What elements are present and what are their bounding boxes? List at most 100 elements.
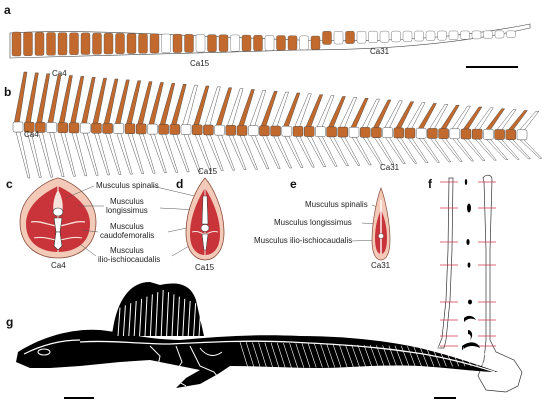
panel-a-vertebra xyxy=(230,34,240,52)
panel-a-vertebra xyxy=(402,30,413,42)
panel-a-vertebra xyxy=(161,33,171,54)
panel-b-centrum xyxy=(494,129,505,140)
panel-a-vertebra xyxy=(207,34,217,53)
panel-g-tail-stripe xyxy=(376,345,385,368)
panel-b-centrum xyxy=(12,121,24,133)
panel-g-tail-stripe xyxy=(394,345,404,367)
muscle-label-caudofemoralis-1: Musculus xyxy=(110,222,144,231)
panel-g-sail-spine xyxy=(187,300,191,337)
panel-a-vertebrae xyxy=(11,30,516,57)
panel-b-centrum xyxy=(438,128,449,139)
panel-a-vertebra xyxy=(494,30,505,39)
panel-a-vertebra xyxy=(345,31,355,44)
panel-a-vertebra xyxy=(149,33,160,54)
panel-a-vertebra xyxy=(172,33,183,53)
panel-g-sail-spine xyxy=(176,296,180,337)
panel-g-sail-spine xyxy=(117,307,121,337)
panel-b-centrum xyxy=(359,127,371,138)
panel-f-spine-left xyxy=(437,177,454,349)
panel-a-letter: a xyxy=(4,3,11,17)
panel-a-vertebra xyxy=(11,31,22,57)
panel-g-tail-stripe xyxy=(245,342,255,369)
panel-b-label-ca15: Ca15 xyxy=(198,167,218,176)
panel-a-vertebra xyxy=(184,34,194,53)
panel-d-letter: d xyxy=(176,177,183,191)
panel-a-vertebra xyxy=(241,34,252,52)
panel-g-sail-spine xyxy=(133,300,137,337)
panel-c-letter: c xyxy=(6,177,13,191)
panel-a-vertebra xyxy=(34,32,45,56)
panel-b-centrum xyxy=(427,128,438,139)
panel-b-centrum xyxy=(404,127,416,139)
panel-e-muscle-spinalis: Musculus spinalis xyxy=(305,200,368,209)
panel-b-centrum xyxy=(180,124,192,135)
panel-g-tail-stripe xyxy=(419,346,429,367)
panel-e-label-ca31: Ca31 xyxy=(371,261,391,270)
panel-e-muscle-longissimus: Musculus longissimus xyxy=(274,218,352,227)
panel-g-tail-stripe xyxy=(252,342,261,368)
panel-b-neural-spine xyxy=(36,73,51,125)
panel-g-tail-stripe xyxy=(326,344,336,368)
panel-b-chevron xyxy=(508,139,531,160)
panel-g-tail-stripe xyxy=(462,347,472,367)
panel-b-centrum xyxy=(259,125,270,137)
panel-g-tail-stripe xyxy=(400,345,410,367)
panel-g-tail-stripe xyxy=(264,342,274,368)
panel-e-letter: e xyxy=(290,177,297,191)
panel-b-centrum xyxy=(147,123,158,135)
panel-a-vertebra xyxy=(69,32,79,55)
panel-g-tail-stripe xyxy=(351,344,360,368)
panel-b-centrum xyxy=(57,122,69,133)
panel-g: g xyxy=(6,282,498,399)
panel-g-tail-fin xyxy=(239,341,491,369)
panel-g-tail-stripe xyxy=(239,341,249,369)
muscle-label-ilio-1: Musculus xyxy=(110,246,144,255)
panel-g-tail-stripe xyxy=(289,343,298,368)
panel-c: c Ca4 Musculus spinalis Musculus longiss… xyxy=(6,177,204,270)
panel-b-centrum xyxy=(281,125,293,137)
panel-c-label-ca4: Ca4 xyxy=(51,261,66,270)
panel-b-centrum xyxy=(505,129,517,140)
panel-b-neural-spine xyxy=(69,76,85,126)
panel-b-centrum xyxy=(191,124,203,136)
panel-b-centrum xyxy=(326,126,337,138)
panel-b-centrum xyxy=(203,124,214,136)
panel-b-centrum xyxy=(236,125,248,136)
panel-g-tail-stripe xyxy=(258,342,267,368)
panel-g-tail-stripe xyxy=(425,346,435,367)
panel-b-centrum xyxy=(113,123,125,134)
panel-a-label-ca15: Ca15 xyxy=(190,59,210,68)
panel-e-cross-section xyxy=(371,187,391,261)
panel-b-centrum xyxy=(91,122,102,134)
panel-g-tail-stripe xyxy=(338,344,348,368)
panel-g-tail-stripe xyxy=(475,347,484,367)
panel-f-sections xyxy=(462,179,480,350)
panel-a-vertebra xyxy=(506,30,516,38)
panel-b-chevron xyxy=(519,139,543,159)
panel-b-centrum xyxy=(158,124,169,135)
panel-g-tail-stripe xyxy=(469,347,478,367)
panel-b-centrum xyxy=(348,126,360,138)
panel-b-centrum xyxy=(102,123,113,134)
panel-b-centrum xyxy=(292,126,304,137)
panel-b-centrum xyxy=(415,128,427,139)
panel-g-sail-spine xyxy=(160,289,164,337)
panel-b-centrum xyxy=(214,124,225,136)
panel-g-tail-stripe xyxy=(413,346,422,367)
panel-a-vertebra xyxy=(115,33,125,54)
panel-g-letter: g xyxy=(6,315,13,329)
panel-b-neural-spine xyxy=(58,75,73,125)
panel-g-tail-stripe xyxy=(369,345,379,368)
panel-g-sail-spine xyxy=(171,294,175,337)
panel-b-centrum xyxy=(35,122,46,133)
panel-b-centrum xyxy=(460,128,472,140)
panel-b-chevron xyxy=(60,132,76,177)
panel-g-tail-stripe xyxy=(345,344,354,368)
panel-a-vertebra xyxy=(46,32,56,56)
panel-b-neural-spines xyxy=(13,71,540,133)
panel-g-tail-stripe xyxy=(481,347,491,367)
panel-g-sail-spine xyxy=(122,305,126,337)
panel-a-vertebra xyxy=(414,30,424,42)
panel-a-label-ca4: Ca4 xyxy=(52,69,67,78)
